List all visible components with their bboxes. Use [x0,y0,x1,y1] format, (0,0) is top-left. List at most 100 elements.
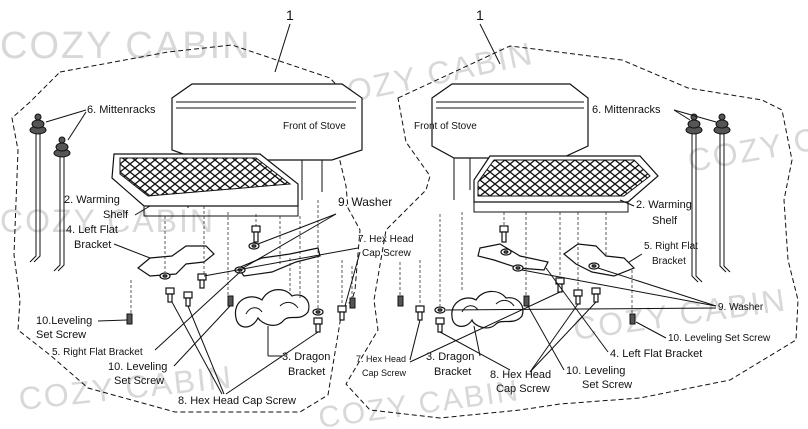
leader-line [344,251,361,307]
watermark-text: COZY CABIN [685,106,808,179]
washer [434,306,446,314]
mittenracks-label: 6. Mittenracks [592,104,661,116]
leader-line [597,267,717,307]
washer [500,248,512,256]
leveling-set-screw [349,297,356,309]
leader-line [409,319,421,361]
hex-head-cap-screw [555,277,565,293]
leader-line [154,271,241,351]
hex-head-cap-screw [435,317,445,333]
right-assembly: 1 Front of Stove [345,7,799,419]
left-flat-bracket [477,243,549,271]
warming-shelf-label: Shelf [652,215,678,227]
leveling-set-screw [629,313,636,325]
leader-line [473,325,481,357]
leader-line [97,319,128,322]
stove-body [431,83,589,200]
leader-line [409,291,561,363]
right-flat-bracket-label: Bracket [652,256,686,267]
leader-line [529,303,579,373]
right-flat-bracket-label: 5. Right Flat Bracket [52,347,143,358]
hex-head-cap-screw-label: 8. Hex Head Cap Screw [178,395,296,407]
dragon-bracket-label: 3. Dragon [426,351,474,363]
hex-head-cap-screw [499,225,509,243]
left-flat-bracket-label: 4. Left Flat Bracket [610,348,702,360]
leveling-set-screw-label: Set Screw [36,329,86,341]
assembly-number: 1 [476,7,484,23]
warming-shelf [111,153,299,217]
leveling-set-screw-label: Set Screw [114,375,164,387]
leader-line [274,23,291,73]
leveling-set-screw [523,295,530,307]
leveling-set-screw [126,313,133,325]
hex-head-cap-screw [573,289,583,305]
washer [312,308,324,316]
leader-line [173,305,231,367]
mittenrack-rod [29,113,47,263]
washer [248,242,260,250]
hex-head-cap-screw [165,287,175,303]
leader-line [619,199,635,207]
leader-line [545,267,609,353]
right-flat-bracket [563,243,636,277]
leveling-set-screw [227,295,234,307]
left-flat-bracket-label: Bracket [74,239,111,251]
front-of-stove-label: Front of Stove [414,121,477,132]
hex-head-cap-screw [313,317,323,333]
leveling-set-screw-label: 10. Leveling [108,361,167,373]
warming-shelf-label: 2. Warming [636,199,692,211]
left-flat-bracket [136,245,215,277]
leader-line [529,301,597,373]
leader-line [673,109,691,121]
leader-line [242,213,337,269]
leader-line [45,109,87,123]
leader-line [635,321,667,339]
hex-head-cap-screw-label: 7. Hex Head [358,234,414,245]
leader-line [257,213,337,245]
washer-label: 9. Washer [338,195,392,209]
watermark-text: COZY CABIN [0,25,252,67]
hex-head-cap-screw [337,305,347,321]
hex-head-cap-screw-label: 8. Hex Head [490,369,551,381]
hex-head-cap-screw [197,273,207,289]
mittenrack-rod [713,113,731,273]
washer [512,264,524,272]
mittenrack-rod [685,113,703,283]
hex-head-cap-screw [415,305,425,321]
leader-line [225,331,319,395]
leader-line [203,247,359,277]
assembly-number: 1 [286,7,294,23]
alignment-line [399,212,633,314]
left-assembly: 1 Front of Stove [11,7,414,413]
leader-line [67,111,87,141]
hex-head-cap-screw [251,225,261,243]
washer [159,272,171,280]
warming-shelf-label: Shelf [103,209,129,221]
hex-head-cap-screw-label: Cap Screw [362,368,407,378]
leveling-set-screw-label: 10. Leveling Set Screw [668,333,771,344]
leader-line [521,269,717,307]
leader-line [527,305,565,371]
front-of-stove-label: Front of Stove [283,121,346,132]
leader-line [134,205,151,216]
leader-line [187,305,225,395]
leader-line [439,331,511,371]
warming-shelf-label: 2. Warming [64,194,120,206]
hex-head-cap-screw-label: 7. Hex Head [356,354,406,364]
right-flat-bracket-label: 5. Right Flat [644,241,698,252]
washer [588,262,600,270]
mittenrack-rod [53,136,71,272]
leader-line [113,243,151,259]
dragon-bracket-label: Bracket [288,366,325,378]
washer-label: 9. Washer [718,302,764,313]
leader-line [479,23,501,65]
leveling-set-screw-label: 10.Leveling [36,315,92,327]
warming-shelf [473,155,659,213]
hex-head-cap-screw-label: Cap Screw [362,248,412,259]
dragon-bracket [234,289,310,328]
leveling-set-screw-label: 10. Leveling [566,365,625,377]
hex-head-cap-screw-label: Cap Screw [496,383,550,395]
leveling-set-screw-label: Set Screw [582,379,632,391]
dragon-bracket-label: 3. Dragon [282,351,330,363]
